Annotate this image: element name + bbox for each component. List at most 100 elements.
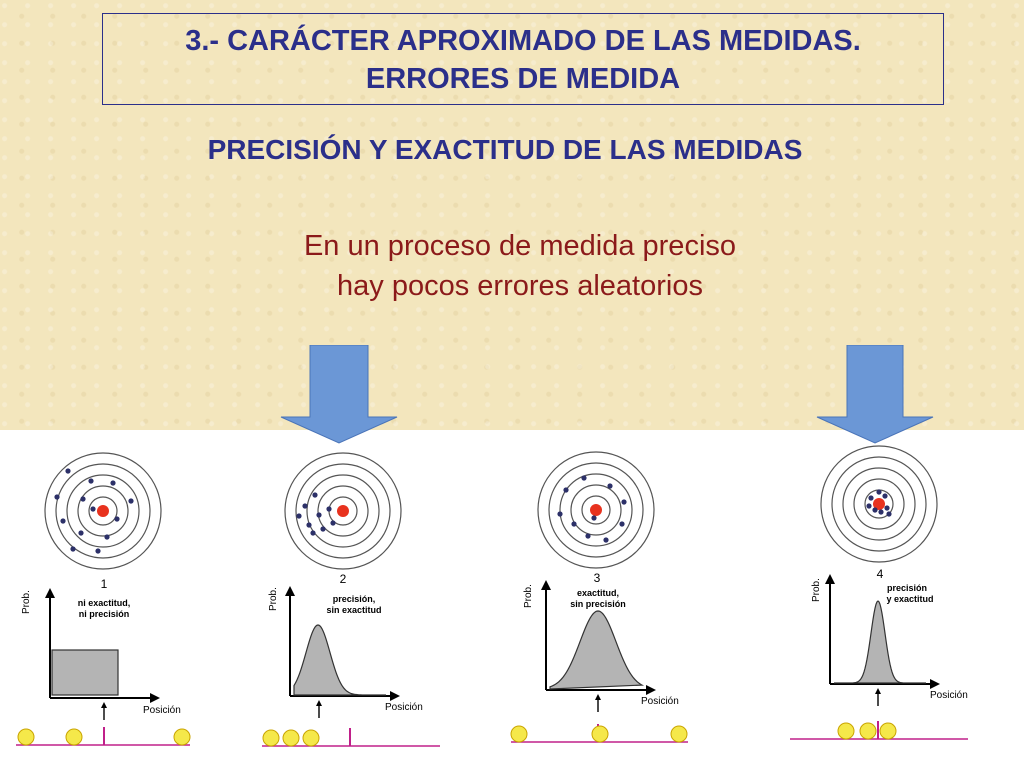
target-ring — [820, 445, 938, 563]
panel-2: 2 precisión, sin exactitud Prob. Posició… — [262, 452, 440, 747]
y-axis-label: Prob. — [21, 590, 32, 614]
shot-dot — [316, 512, 322, 518]
slide-statement: En un proceso de medida preciso hay poco… — [200, 226, 840, 306]
measurement-dot — [65, 728, 83, 746]
shot-dot — [310, 530, 316, 536]
panel-number: 3 — [594, 571, 601, 585]
panel-caption-line1: precisión, — [333, 594, 376, 604]
shot-dot — [128, 498, 134, 504]
x-axis-label: Posición — [385, 702, 423, 713]
true-value-arrow-icon — [875, 688, 881, 694]
statement-line2: hay pocos errores aleatorios — [337, 270, 703, 302]
target-icon — [537, 451, 655, 569]
probability-plot — [285, 586, 400, 718]
target-icon — [820, 445, 938, 563]
y-axis-label: Prob. — [268, 587, 279, 611]
shot-dot — [312, 492, 318, 498]
y-axis-arrow-icon — [45, 588, 55, 598]
y-axis-label: Prob. — [523, 584, 534, 608]
panel-caption-line1: precisión — [887, 583, 927, 593]
gaussian-distribution — [293, 624, 386, 696]
down-arrow-icon — [816, 345, 934, 444]
target-ring — [570, 484, 622, 536]
target-center-dot — [873, 498, 885, 510]
x-axis-label: Posición — [930, 690, 968, 701]
shot-dot — [868, 495, 874, 501]
shot-dot — [54, 494, 60, 500]
sample-line — [16, 727, 191, 746]
shot-dot — [591, 515, 597, 521]
shot-dot — [104, 534, 110, 540]
panel-caption-line1: ni exactitud, — [78, 598, 131, 608]
target-center-dot — [590, 504, 602, 516]
x-axis-arrow-icon — [150, 693, 160, 703]
sample-line — [510, 724, 688, 743]
target-ring — [77, 485, 129, 537]
shot-dot — [607, 483, 613, 489]
true-value-arrow-icon — [316, 700, 322, 706]
slide-title-box: 3.- CARÁCTER APROXIMADO DE LAS MEDIDAS. … — [102, 13, 944, 105]
target-ring — [44, 452, 162, 570]
gaussian-distribution — [549, 610, 645, 690]
shot-dot — [876, 489, 882, 495]
y-axis-arrow-icon — [825, 574, 835, 584]
slide-subtitle: PRECISIÓN Y EXACTITUD DE LAS MEDIDAS — [207, 134, 803, 165]
shot-dot — [571, 521, 577, 527]
shot-dot — [65, 468, 71, 474]
measurement-dot — [591, 725, 609, 743]
target-ring — [842, 467, 916, 541]
measurement-dot — [879, 722, 897, 740]
shot-dot — [581, 475, 587, 481]
shot-dot — [302, 503, 308, 509]
measurement-dot — [510, 725, 528, 743]
panel-4: 4 precisión y exactitud Prob. Posición — [790, 445, 968, 740]
shot-dot — [866, 503, 872, 509]
panel-caption-line2: y exactitud — [886, 594, 933, 604]
shot-dot — [884, 505, 890, 511]
shot-dot — [886, 511, 892, 517]
shot-dot — [619, 521, 625, 527]
sample-line — [262, 728, 440, 747]
panel-number: 1 — [101, 577, 108, 591]
panel-number: 4 — [877, 567, 884, 581]
x-axis-arrow-icon — [390, 691, 400, 701]
shot-dot — [878, 509, 884, 515]
target-ring — [581, 495, 611, 525]
target-ring — [317, 485, 369, 537]
true-value-arrow-icon — [101, 702, 107, 708]
shot-dot — [621, 499, 627, 505]
probability-plot — [541, 580, 656, 712]
panel-caption-line2: sin precisión — [570, 599, 626, 609]
shot-dot — [60, 518, 66, 524]
target-ring — [831, 456, 927, 552]
figure-panel — [0, 430, 1024, 768]
shot-dot — [70, 546, 76, 552]
panel-caption-line1: exactitud, — [577, 588, 619, 598]
measurement-dot — [302, 729, 320, 747]
target-ring — [548, 462, 644, 558]
measurement-dot — [859, 722, 877, 740]
target-ring — [55, 463, 151, 559]
y-axis-arrow-icon — [541, 580, 551, 590]
target-icon — [44, 452, 162, 570]
measurement-dot — [837, 722, 855, 740]
shot-dot — [80, 496, 86, 502]
panel-number: 2 — [340, 572, 347, 586]
sample-line — [790, 721, 968, 740]
measurement-dot — [173, 728, 191, 746]
x-axis-label: Posición — [641, 696, 679, 707]
slide-title-line1: 3.- CARÁCTER APROXIMADO DE LAS MEDIDAS. — [185, 25, 861, 57]
probability-plot — [825, 574, 940, 706]
target-ring — [306, 474, 380, 548]
shot-dot — [114, 516, 120, 522]
true-value-arrow-icon — [595, 694, 601, 700]
statement-line1: En un proceso de medida preciso — [303, 230, 737, 262]
target-ring — [88, 496, 118, 526]
shot-dot — [95, 548, 101, 554]
y-axis-label: Prob. — [811, 578, 822, 602]
shot-dot — [90, 506, 96, 512]
x-axis-label: Posición — [143, 705, 181, 716]
down-arrow-icon — [280, 345, 398, 444]
shot-dot — [110, 480, 116, 486]
shot-dot — [603, 537, 609, 543]
